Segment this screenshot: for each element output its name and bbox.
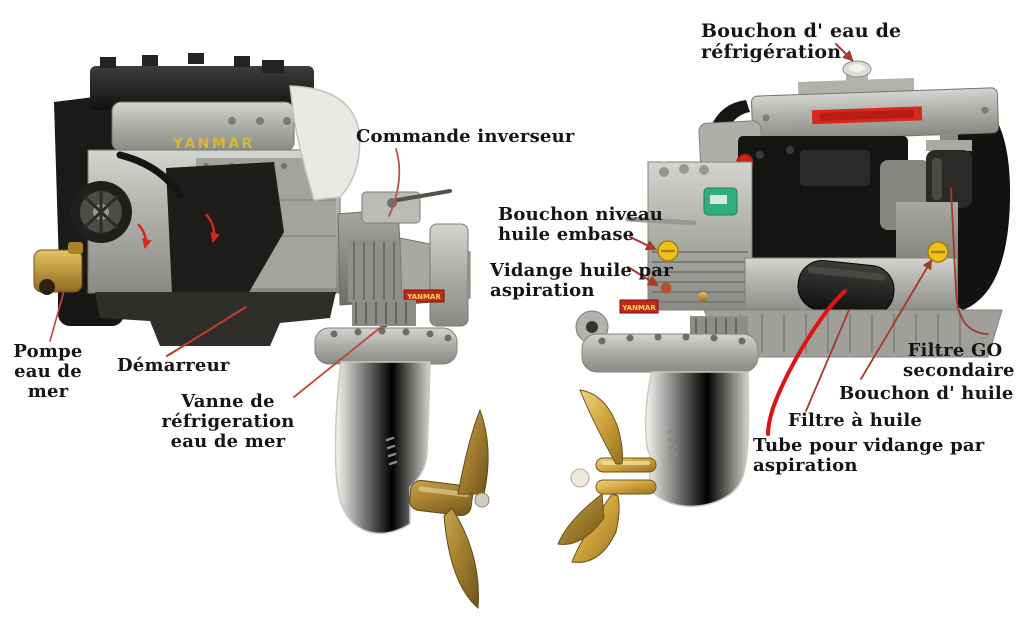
right-saildrive-flange bbox=[581, 333, 759, 373]
suction-drain-fitting bbox=[660, 282, 672, 294]
label-bouchon-huile: Bouchon d' huile bbox=[839, 383, 1014, 404]
yanmar-logo-left: YANMAR bbox=[172, 136, 255, 152]
left-valve-cover: YANMAR bbox=[111, 101, 295, 152]
leader-vanne bbox=[293, 326, 382, 398]
left-prop-blade-upper bbox=[457, 408, 489, 495]
left-intake-manifold bbox=[90, 53, 314, 110]
left-engine: YANMAR bbox=[33, 53, 490, 610]
leader-tube-vidange bbox=[766, 289, 847, 436]
label-pompe-eau-de-mer: Pompe eau de mer bbox=[13, 341, 83, 403]
leader-commande-inverseur bbox=[388, 148, 401, 217]
left-alternator bbox=[70, 181, 132, 243]
right-leg-vent-slots bbox=[666, 428, 679, 458]
svg-text:YANMAR: YANMAR bbox=[406, 293, 441, 301]
leader-filtre-go bbox=[950, 187, 989, 335]
left-prop-nut bbox=[474, 492, 490, 508]
label-filtre-a-huile: Filtre à huile bbox=[788, 410, 923, 431]
leader-bouchon-huile bbox=[860, 259, 933, 380]
right-prop-cap bbox=[570, 468, 590, 488]
right-prop-blade-upper bbox=[579, 389, 623, 465]
right-saildrive: YANMAR bbox=[557, 299, 759, 563]
annotation-lines bbox=[49, 43, 989, 436]
label-vidange-huile-par-aspiration: Vidange huile par aspiration bbox=[490, 260, 673, 302]
left-oil-pan bbox=[95, 292, 336, 346]
gearbox: YANMAR bbox=[337, 189, 471, 328]
leader-vidange bbox=[627, 266, 659, 287]
red-mark-belt bbox=[137, 223, 152, 249]
label-vanne-refrigeration-eau-de-mer: Vanne de réfrigeration eau de mer bbox=[161, 391, 295, 453]
left-saildrive-leg bbox=[334, 361, 431, 534]
label-bouchon-niveau-huile-embase: Bouchon niveau huile embase bbox=[498, 204, 664, 246]
leader-bouchon-niveau bbox=[629, 236, 657, 251]
left-prop-blade-lower bbox=[443, 507, 479, 610]
left-propeller bbox=[409, 408, 490, 610]
right-prop-arm-lower bbox=[595, 479, 657, 495]
leader-bouchon-eau bbox=[835, 43, 854, 62]
yanmar-red-label-left-drive: YANMAR bbox=[403, 289, 445, 303]
yanmar-red-label-right-drive: YANMAR bbox=[619, 299, 659, 314]
red-mark-injection bbox=[205, 213, 221, 243]
label-tube-vidange-aspiration: Tube pour vidange par aspiration bbox=[753, 435, 985, 477]
right-prop-blade-mid bbox=[557, 493, 605, 545]
brass-drain-plug bbox=[698, 292, 708, 302]
right-engine: YANMAR bbox=[557, 60, 1011, 563]
sea-water-pump bbox=[33, 242, 83, 295]
right-valve-cover bbox=[751, 87, 1000, 142]
left-leg-vent-slots bbox=[385, 436, 398, 466]
left-mixing-elbow bbox=[289, 85, 361, 201]
right-saildrive-leg bbox=[645, 371, 750, 508]
svg-text:YANMAR: YANMAR bbox=[621, 304, 656, 312]
leader-pompe bbox=[49, 290, 65, 342]
leader-filtre-huile bbox=[805, 309, 850, 412]
right-propeller bbox=[557, 389, 657, 563]
leader-demarreur bbox=[165, 305, 248, 358]
shift-cable-arm bbox=[625, 216, 697, 226]
left-center-black-bracket bbox=[166, 162, 284, 294]
label-commande-inverseur: Commande inverseur bbox=[356, 126, 575, 147]
transmission-tower bbox=[625, 161, 753, 311]
gear-shift-mechanism bbox=[361, 189, 452, 224]
fuel-filter-secondary bbox=[926, 130, 972, 208]
left-saildrive bbox=[314, 300, 490, 610]
label-bouchon-eau-refrigeration: Bouchon d' eau de réfrigération bbox=[701, 20, 902, 64]
label-filtre-go-secondaire: Filtre GO secondaire bbox=[903, 340, 1015, 382]
label-demarreur: Démarreur bbox=[117, 355, 230, 376]
